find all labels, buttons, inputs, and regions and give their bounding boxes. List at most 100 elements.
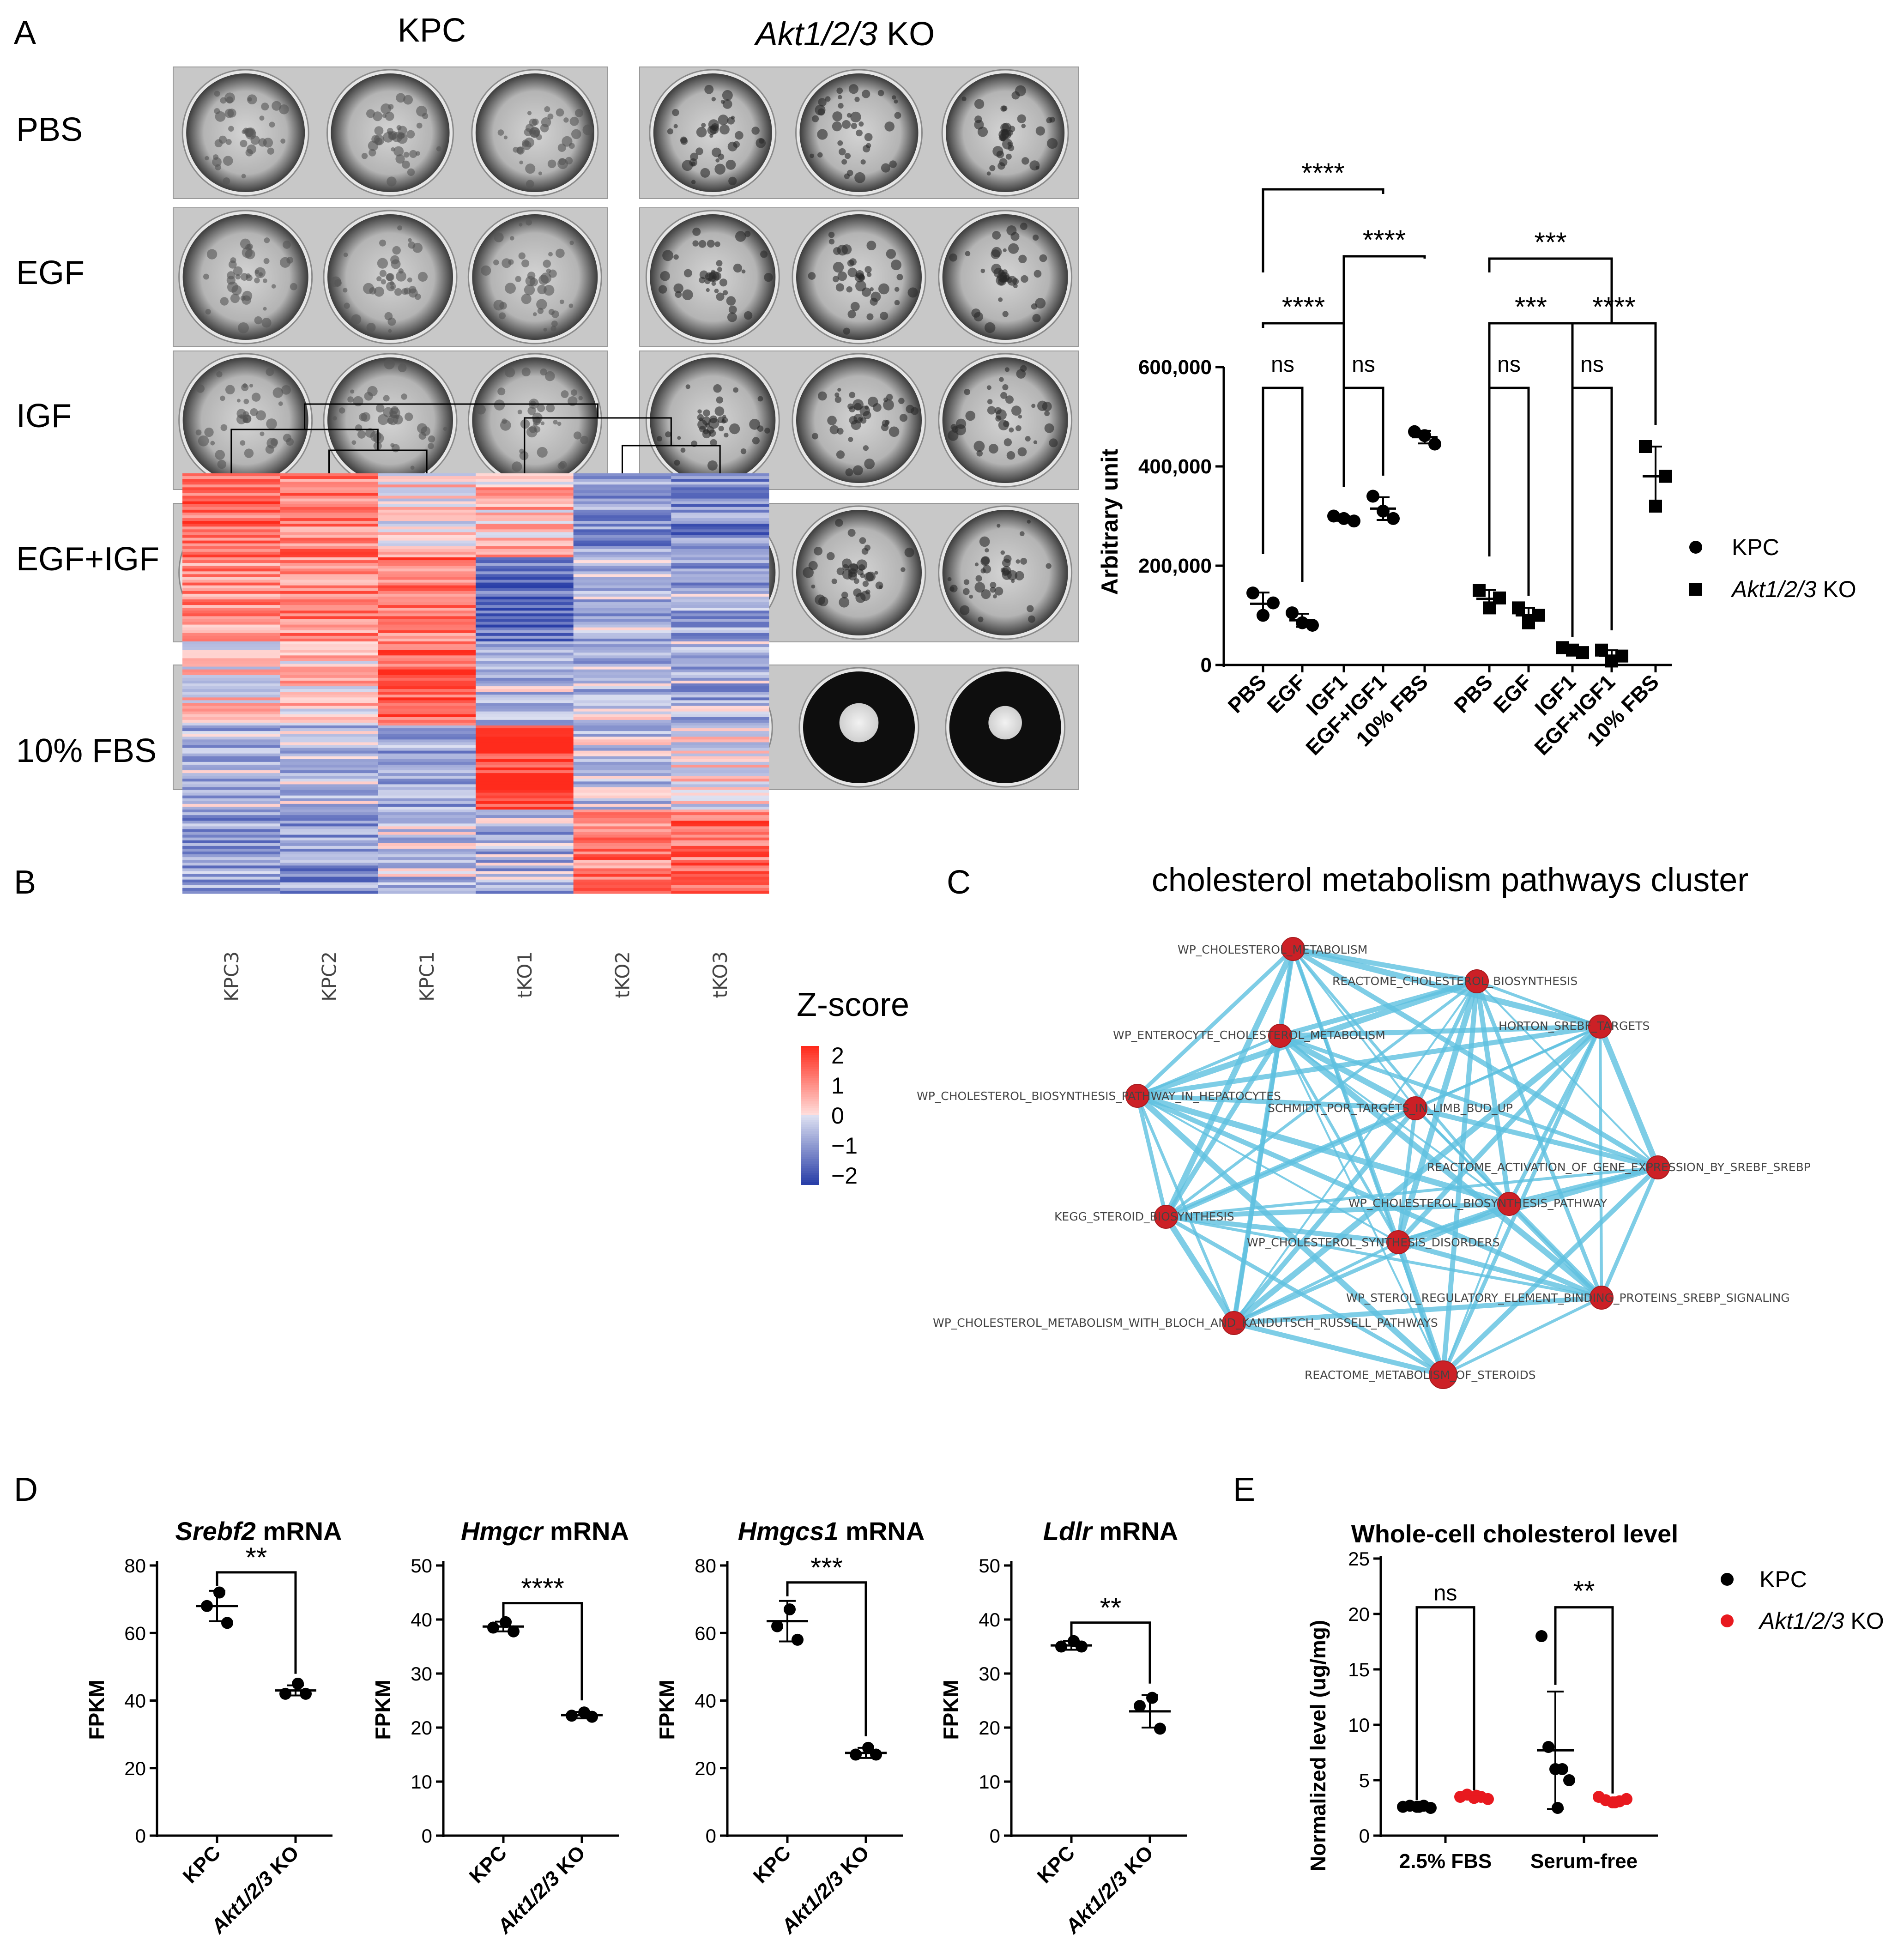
heatmap-cell	[573, 821, 671, 824]
network-node-label: WP_CHOLESTEROL_SYNTHESIS_DISORDERS	[1247, 1236, 1500, 1249]
colorbar-segment	[801, 1173, 819, 1176]
plate-speckle	[415, 151, 420, 156]
plate-speckle	[680, 447, 686, 453]
plate-speckle	[280, 139, 286, 144]
plate-speckle	[662, 250, 674, 261]
plate-speckle	[226, 276, 236, 285]
plate-speckle	[825, 96, 831, 102]
heatmap-cell	[573, 568, 671, 572]
plate-speckle	[842, 120, 851, 129]
heatmap-cell	[476, 616, 574, 619]
heatmap-cell	[476, 759, 574, 762]
heatmap-cell	[182, 879, 281, 883]
panel-label-d: D	[14, 1471, 38, 1508]
plate-speckle	[344, 302, 350, 309]
heatmap-cell	[671, 507, 769, 510]
heatmap-cell	[573, 644, 671, 647]
heatmap-cell	[476, 666, 574, 670]
heatmap-cell	[671, 551, 769, 555]
heatmap-cell	[378, 764, 476, 768]
data-point	[1146, 1692, 1158, 1704]
plate-speckle	[238, 322, 249, 333]
plate-speckle	[403, 95, 413, 105]
significance-bracket	[786, 1581, 867, 1736]
heatmap-cell	[378, 677, 476, 681]
network-node-label: WP_CHOLESTEROL_BIOSYNTHESIS_PATHWAY_IN_H…	[917, 1089, 1281, 1103]
heatmap-cell	[573, 638, 671, 642]
heatmap-cell	[573, 700, 671, 703]
heatmap-cell	[476, 790, 574, 793]
heatmap-cell	[280, 695, 378, 698]
plate-speckle	[974, 115, 982, 123]
x-tick-label: EGF	[1262, 670, 1310, 718]
plate-speckle	[818, 98, 827, 107]
plate-speckle	[837, 271, 847, 281]
plate-speckle	[409, 150, 417, 158]
heatmap-cell	[573, 521, 671, 524]
heatmap-cell	[671, 722, 769, 726]
plate-speckle	[262, 278, 267, 283]
heatmap-cell	[182, 490, 281, 493]
plate-speckle	[551, 320, 558, 327]
heatmap-cell	[476, 493, 574, 496]
plate-speckle	[286, 257, 294, 264]
heatmap-cell	[573, 837, 671, 841]
plate-speckle	[519, 223, 523, 227]
heatmap-cell	[476, 767, 574, 771]
plate-speckle	[215, 111, 226, 122]
heatmap-cell	[573, 823, 671, 827]
plate-speckle	[416, 105, 427, 117]
plate-speckle	[826, 552, 835, 561]
heatmap-cell	[182, 509, 281, 513]
heatmap-cell	[182, 711, 281, 715]
heatmap-cell	[671, 546, 769, 550]
heatmap-cell	[671, 487, 769, 490]
heatmap-cell	[378, 507, 476, 510]
network-edge	[1232, 1106, 1418, 1325]
heatmap-cell	[378, 655, 476, 659]
plate-speckle	[861, 548, 869, 555]
heatmap-cell	[280, 823, 378, 827]
colorbar-segment	[801, 1053, 819, 1056]
heatmap-cell	[671, 509, 769, 513]
heatmap-cell	[671, 739, 769, 743]
plate-speckle	[866, 241, 876, 250]
heatmap-cell	[378, 647, 476, 650]
column-label-akt-ko: Akt1/2/3 KO	[754, 16, 935, 53]
plate-speckle	[1015, 571, 1024, 580]
plate-speckle	[1031, 404, 1036, 408]
colorbar-title: Z-score	[797, 986, 909, 1023]
heatmap-cell	[573, 890, 671, 894]
heatmap-cell	[182, 543, 281, 547]
heatmap-cell	[573, 863, 671, 866]
heatmap-cell	[476, 818, 574, 821]
heatmap-cell	[378, 635, 476, 639]
plate-speckle	[499, 312, 506, 320]
plate-speckle	[279, 104, 289, 115]
heatmap-cell	[280, 666, 378, 670]
x-label-italic: Akt1/2/3	[206, 1867, 278, 1939]
heatmap-cell	[378, 708, 476, 712]
heatmap-cell	[378, 546, 476, 550]
heatmap-cell	[671, 767, 769, 771]
plate-speckle	[988, 444, 998, 454]
heatmap-cell	[378, 664, 476, 667]
heatmap-cell	[280, 804, 378, 807]
heatmap-cell	[280, 504, 378, 508]
heatmap-cell	[378, 627, 476, 631]
heatmap-cell	[182, 599, 281, 603]
heatmap-cell	[476, 484, 574, 488]
plate-speckle	[760, 250, 768, 258]
plate-speckle	[847, 529, 856, 537]
heatmap-cell	[182, 865, 281, 869]
plate-speckle	[225, 385, 235, 395]
heatmap-cell	[671, 641, 769, 645]
heatmap-cell	[573, 703, 671, 707]
colorbar-segment	[801, 1166, 819, 1169]
heatmap-cell	[671, 728, 769, 731]
plate-speckle	[858, 276, 862, 280]
heatmap-cell	[182, 790, 281, 793]
heatmap-cell	[573, 560, 671, 563]
heatmap-cell	[280, 610, 378, 614]
